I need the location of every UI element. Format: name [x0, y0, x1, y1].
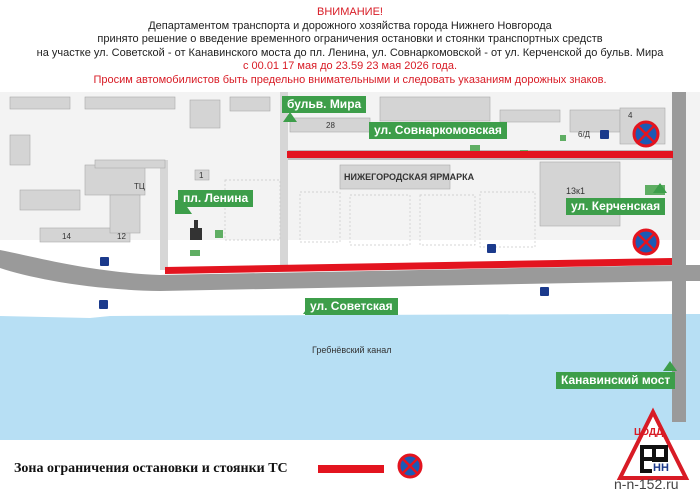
lower-bank: [0, 440, 620, 470]
label-pl-lenina: пл. Ленина: [178, 190, 254, 207]
no-parking-sign-icon: [632, 120, 660, 148]
kanavinsky-bridge-road: [672, 92, 686, 422]
notice-appeal: Просим автомобилистов быть предельно вни…: [93, 73, 607, 86]
legend-text: Зона ограничения остановки и стоянки ТС: [14, 461, 288, 476]
bulvar-mira-road: [280, 92, 288, 270]
side-road: [160, 160, 168, 270]
label-bld-tc: ТЦ: [134, 182, 145, 191]
notice-line-3: на участке ул. Советской - от Канавинско…: [36, 46, 664, 59]
label-yarmarka: НИЖЕГОРОДСКАЯ ЯРМАРКА: [344, 172, 475, 182]
label-kanavinsky-most: Канавинский мост: [556, 372, 676, 389]
logo-city: НН: [652, 462, 670, 474]
notice-header: ВНИМАНИЕ! Департаментом транспорта и дор…: [0, 6, 700, 88]
fair-grounds: [224, 179, 536, 248]
attention-title: ВНИМАНИЕ!: [317, 6, 383, 18]
label-bld-28: 28: [326, 121, 335, 130]
label-bld-12: 12: [117, 232, 126, 241]
label-bld-13k1: 13к1: [566, 186, 585, 196]
label-sovetskaya: ул. Советская: [305, 298, 398, 315]
monument-icon: [190, 220, 202, 240]
logo-brand: ЦОДД: [634, 427, 664, 438]
label-bld-6d: 6/Д: [578, 130, 591, 139]
label-sovnarkomovskaya: ул. Совнаркомовская: [369, 122, 507, 139]
watermark: n-n-152.ru: [614, 476, 679, 492]
label-bld-4: 4: [628, 111, 633, 120]
notice-dates: с 00.01 17 мая до 23.59 23 мая 2026 года…: [242, 60, 458, 73]
restriction-zone-sovetskaya: [165, 258, 672, 274]
legend-red-line: [318, 465, 384, 473]
no-parking-sign-icon: [397, 453, 423, 479]
restriction-zone-sovnarkomovskaya: [287, 151, 673, 158]
no-parking-sign-icon: [632, 228, 660, 256]
notice-line-1: Департаментом транспорта и дорожного хоз…: [148, 19, 552, 32]
label-bld-14: 14: [62, 232, 71, 241]
bus-stop-icons: [99, 130, 609, 309]
sovetskaya-road: [0, 250, 700, 291]
buildings: [9, 96, 666, 243]
river: [0, 314, 700, 440]
label-bulvar-mira: бульв. Мира: [282, 96, 367, 113]
label-bld-1: 1: [199, 171, 204, 180]
label-kerchenskaya: ул. Керченская: [566, 198, 666, 215]
label-kanal: Гребнёвский канал: [312, 345, 392, 355]
notice-line-2: принято решение о введение временного ог…: [97, 33, 603, 46]
